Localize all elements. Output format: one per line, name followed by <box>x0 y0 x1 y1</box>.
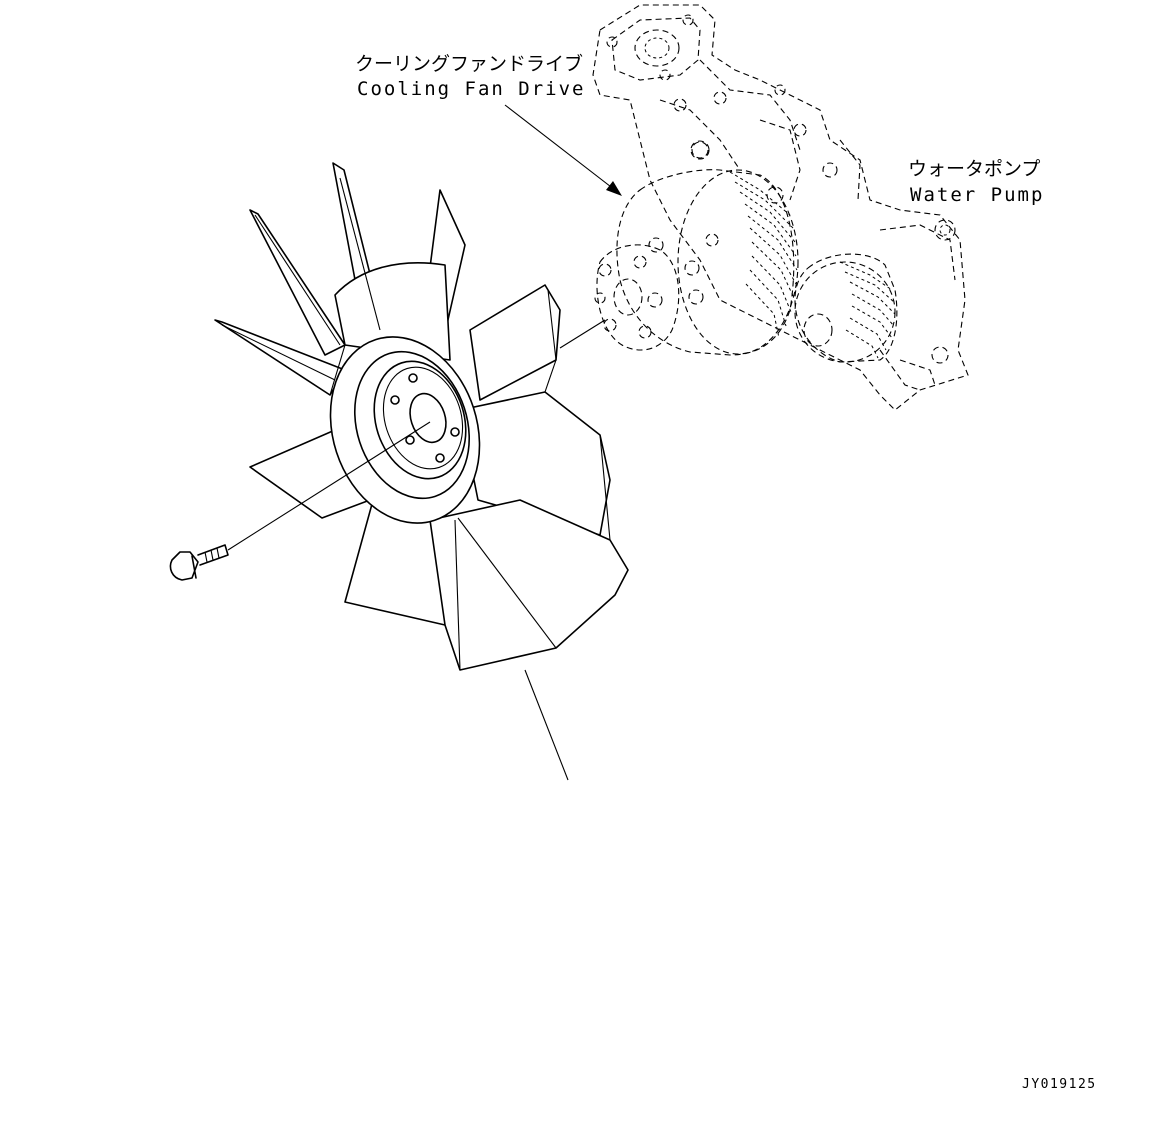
fan-blade <box>334 262 451 361</box>
fan-hub-ring <box>329 336 481 524</box>
fan-mounting-flange <box>594 244 680 351</box>
fan-blade <box>249 209 346 356</box>
fan-mounting-bolt <box>169 544 229 581</box>
water-pump-label-jp: ウォータポンプ <box>908 158 1040 180</box>
fan-blade <box>429 499 629 671</box>
fan-hub-plate <box>373 360 467 480</box>
cooling-fan <box>214 162 629 671</box>
figure-code: JY019125 <box>1022 1077 1097 1092</box>
cooling-fan-drive-pulley <box>616 140 799 356</box>
fan-blade <box>469 284 561 401</box>
cooling-fan-drive-leader <box>504 104 622 196</box>
engine-front-housing <box>592 4 969 411</box>
cooling-fan-drive-label-en: Cooling Fan Drive <box>357 78 585 100</box>
assembly-center-lines <box>227 319 606 781</box>
pulley-belt-grooves <box>729 171 798 339</box>
water-pump-pulley <box>794 253 898 363</box>
water-pump-label-en: Water Pump <box>910 184 1044 206</box>
fan-center-bore <box>409 392 447 444</box>
cooling-fan-drive-label-jp: クーリングファンドライブ <box>355 52 583 75</box>
